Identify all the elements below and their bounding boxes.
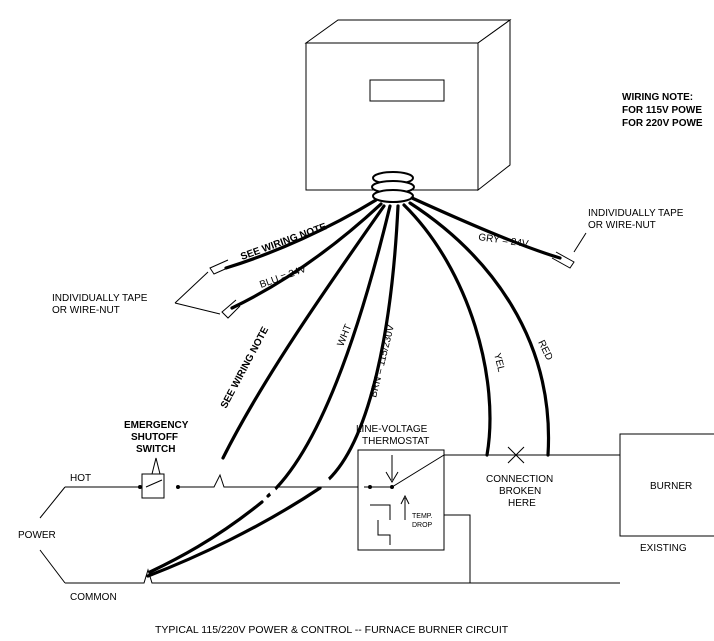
wire-red (408, 201, 551, 457)
label-temp: TEMP. (412, 513, 433, 520)
wire-blu (230, 202, 383, 310)
label-connection-3: HERE (508, 498, 536, 509)
label-emergency-1: EMERGENCY (124, 420, 189, 431)
label-hot: HOT (70, 473, 91, 484)
power-leader (39, 486, 66, 584)
label-existing: EXISTING (640, 543, 687, 554)
wire-gry (410, 196, 562, 260)
leader-right (573, 232, 587, 253)
display-window (369, 79, 445, 102)
label-see-note-lower: SEE WIRING NOTE (219, 325, 271, 410)
wire-yel (402, 203, 492, 457)
connection-x (507, 446, 525, 464)
wire-wht-lower (148, 500, 264, 574)
label-power: POWER (18, 530, 56, 541)
tape-note-right-2: OR WIRE-NUT (588, 220, 656, 231)
tape-end-gry (551, 251, 575, 269)
label-connection-2: BROKEN (499, 486, 541, 497)
label-connection-1: CONNECTION (486, 474, 553, 485)
line-voltage-thermostat (357, 449, 445, 551)
wire-wht (266, 204, 392, 498)
label-common: COMMON (70, 592, 117, 603)
wiring-note: WIRING NOTE: FOR 115V POWE FOR 220V POWE (622, 92, 703, 129)
wire-brn (326, 204, 400, 482)
tape-note-left-2: OR WIRE-NUT (52, 305, 120, 316)
label-blu: BLU = 24V (258, 264, 308, 291)
cable-bundle (371, 171, 415, 203)
wire-see-note-upper (224, 198, 378, 270)
label-thermostat-1: LINE-VOLTAGE (356, 424, 428, 435)
wiring-note-115: FOR 115V POWE (622, 105, 702, 116)
label-gry: GRY = 24V (478, 232, 530, 250)
wire-break (267, 485, 281, 502)
tape-note-left-1: INDIVIDUALLY TAPE (52, 293, 148, 304)
leader-left (174, 271, 221, 315)
emergency-shutoff-switch[interactable] (138, 457, 180, 499)
burner-box (619, 433, 714, 537)
tape-end-blu-lower (221, 299, 241, 319)
label-drop: DROP (412, 522, 433, 529)
label-thermostat-2: THERMOSTAT (362, 436, 429, 447)
caption: TYPICAL 115/220V POWER & CONTROL -- FURN… (155, 624, 509, 636)
label-yel: YEL (491, 352, 506, 373)
common-line (65, 568, 620, 584)
tape-note-right-1: INDIVIDUALLY TAPE (588, 208, 684, 219)
wiring-note-220: FOR 220V POWE (622, 118, 703, 129)
wire-brn-lower (146, 486, 322, 578)
label-emergency-2: SHUTOFF (131, 432, 178, 443)
wiring-note-title: WIRING NOTE: (622, 92, 693, 103)
label-emergency-3: SWITCH (136, 444, 175, 455)
control-box (304, 19, 512, 192)
label-brn: BRN = 115/230V (368, 323, 397, 398)
label-burner: BURNER (650, 481, 692, 492)
tape-end-blu-upper (209, 259, 233, 275)
wire-see-note-lower (221, 204, 386, 460)
label-red: RED (535, 338, 554, 362)
